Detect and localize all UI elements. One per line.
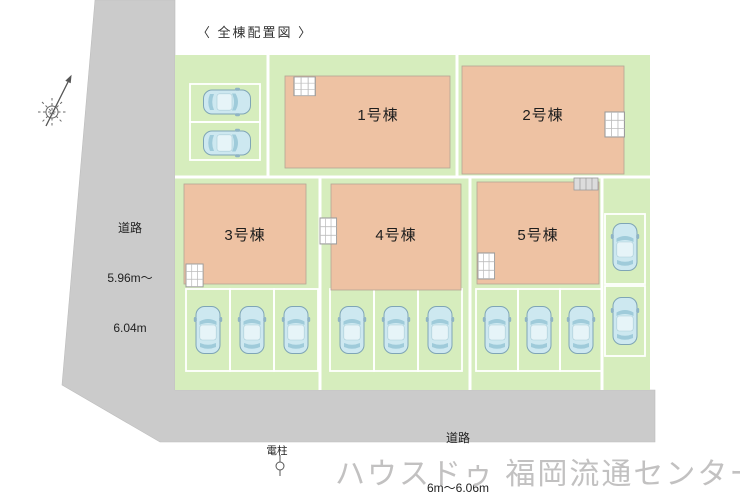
car-icon (203, 87, 251, 117)
road-bottom-label: 道路 6m～6.06m (427, 396, 489, 502)
car-icon (610, 223, 640, 271)
road-left-name: 道路 (117, 220, 143, 235)
page-title: 〈 全棟配置図 〉 (196, 25, 314, 40)
car-icon (610, 297, 640, 345)
car-icon (237, 306, 267, 354)
parking-stall (189, 121, 261, 161)
parcel-dividers (175, 55, 650, 390)
building-5-footprint (476, 181, 600, 285)
road-left-width-line1: 5.96m～ (107, 270, 153, 285)
road-bottom-width: 6m～6.06m (426, 480, 490, 495)
entrance-porch-icon (604, 111, 625, 138)
steps-icon (573, 177, 599, 191)
utility-pole-label: 電柱 (266, 445, 288, 457)
utility-pole-icon (275, 455, 285, 476)
building-2-label: 2号棟 (522, 107, 564, 124)
watermark-text: ハウスドゥ 福岡流通センター (335, 458, 740, 491)
road-bottom-name: 道路 (445, 430, 470, 445)
road-left-label: 道路 5.96m～ 6.04m (107, 186, 152, 371)
parking-stall (273, 288, 319, 372)
building-5-label: 5号棟 (517, 227, 559, 244)
building-2-footprint (461, 65, 625, 175)
parking-stall (604, 285, 646, 357)
parking-stall (604, 213, 646, 285)
car-icon (524, 306, 554, 354)
entrance-porch-icon (477, 252, 496, 280)
car-icon (381, 306, 411, 354)
parking-stall (559, 288, 603, 372)
parking-stalls (185, 83, 646, 372)
car-icon (482, 306, 512, 354)
entrance-porch-icon (185, 263, 204, 288)
building-4-footprint (330, 183, 462, 291)
car-icon (193, 306, 223, 354)
building-4-label: 4号棟 (375, 227, 417, 244)
car-icon (203, 128, 251, 158)
building-3-footprint (183, 183, 307, 285)
entrance-porch-icon (319, 217, 338, 245)
north-arrow-icon (38, 74, 72, 127)
car-icon (425, 306, 455, 354)
building-1-label: 1号棟 (357, 107, 399, 124)
building-3-label: 3号棟 (224, 227, 266, 244)
car-icon (566, 306, 596, 354)
road-left-width-line2: 6.04m (113, 321, 147, 336)
car-icon (337, 306, 367, 354)
entrance-porch-icon (293, 76, 316, 97)
car-icon (281, 306, 311, 354)
